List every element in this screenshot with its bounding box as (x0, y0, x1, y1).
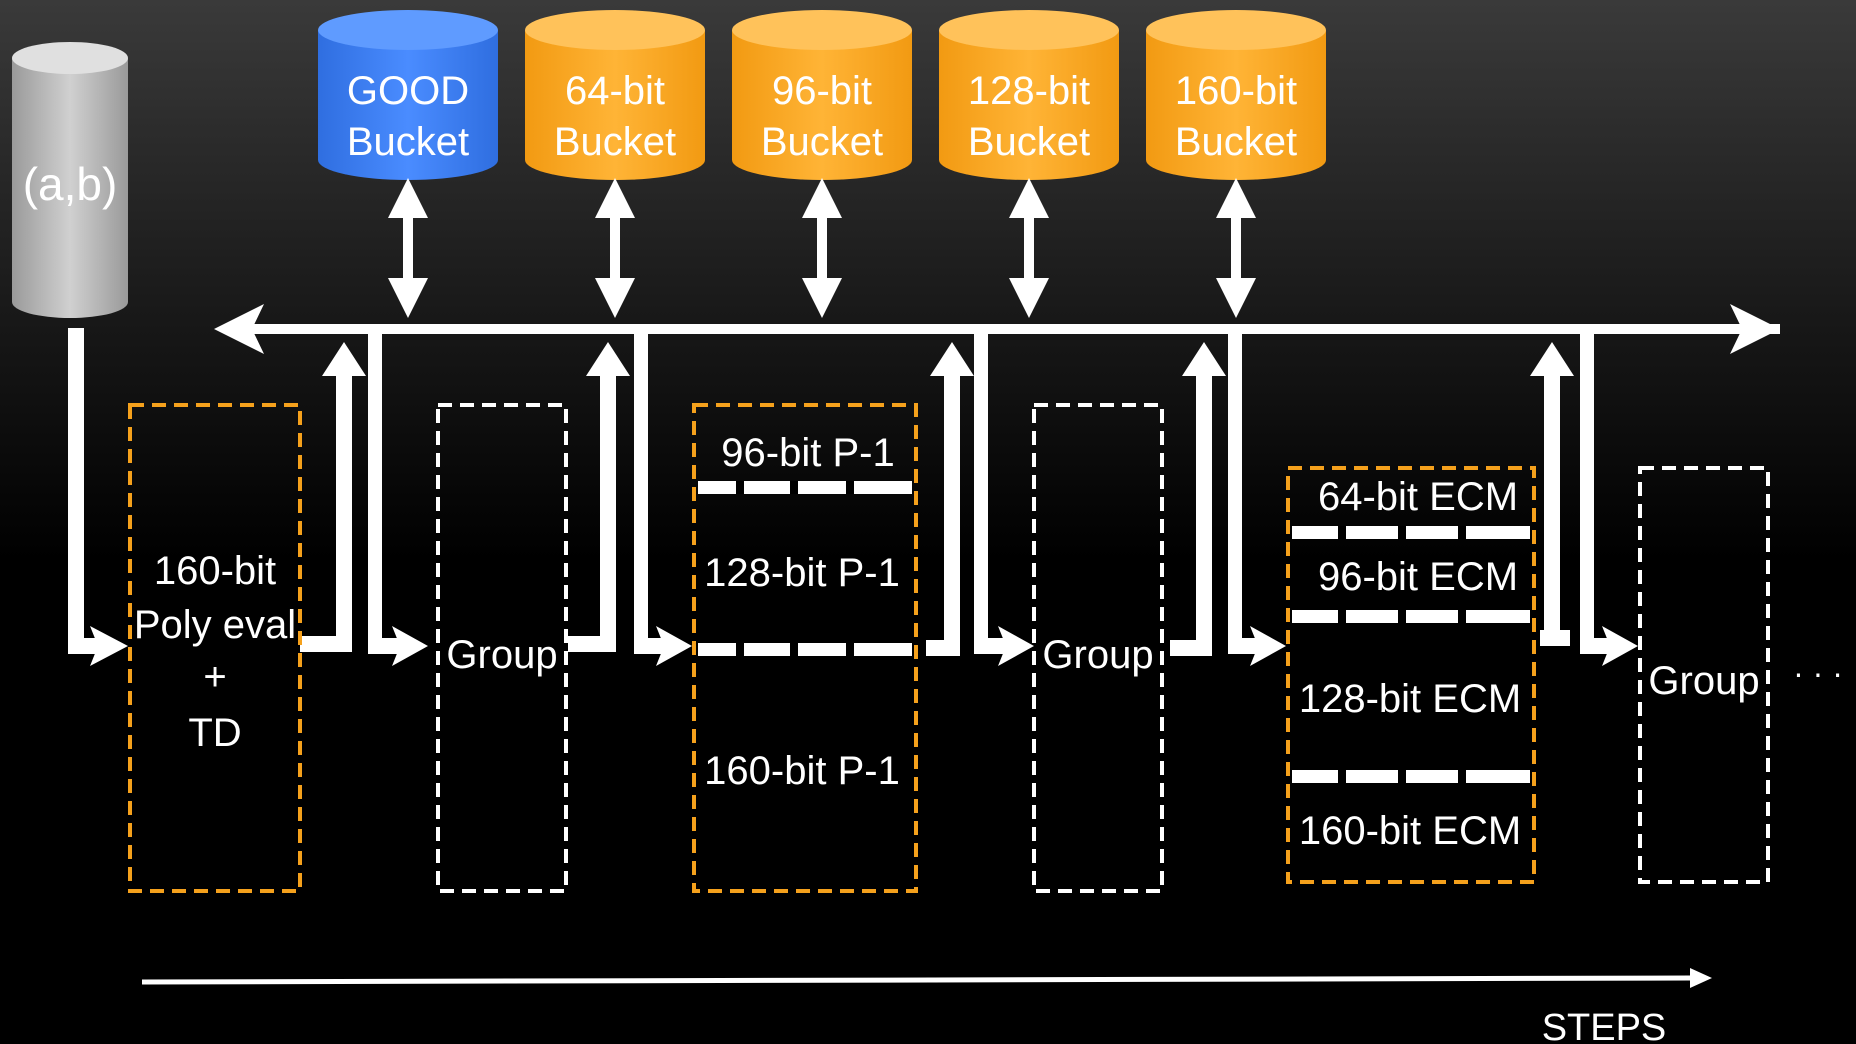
bucket-96bit-line1: 96-bit (772, 69, 872, 113)
continuation-ellipsis: · · · (1793, 655, 1843, 691)
bus-line (214, 304, 1780, 354)
bucket-160bit-line2: Bucket (1175, 120, 1297, 164)
double-arrow-good (388, 178, 428, 318)
stage-group-1-label: Group (446, 633, 557, 677)
stage-ecm: 64-bit ECM 96-bit ECM 128-bit ECM 160-bi… (1286, 466, 1536, 884)
double-arrow-160bit (1216, 178, 1256, 318)
stage-ecm-section-64: 64-bit ECM (1318, 475, 1518, 519)
double-arrow-64bit (595, 178, 635, 318)
bucket-128bit: 128-bit Bucket (939, 10, 1119, 180)
stage-ecm-section-128: 128-bit ECM (1299, 677, 1521, 721)
stage-group-3-label: Group (1648, 659, 1759, 703)
double-arrow-96bit (802, 178, 842, 318)
bucket-bus-arrows (388, 178, 1256, 318)
stage-p1-section-128: 128-bit P-1 (704, 551, 900, 595)
stage-ecm-section-96: 96-bit ECM (1318, 555, 1518, 599)
stage-group-2: Group (1032, 403, 1164, 893)
source-label: (a,b) (23, 158, 118, 210)
bucket-160bit-line1: 160-bit (1175, 69, 1297, 113)
source-feed-arrow (68, 328, 128, 666)
bucket-128bit-line2: Bucket (968, 120, 1090, 164)
stage-poly-eval-line3: + (203, 655, 226, 699)
stage-poly-eval: 160-bit Poly eval + TD (128, 403, 302, 893)
bucket-96bit: 96-bit Bucket (732, 10, 912, 180)
bucket-good-line1: GOOD (347, 69, 469, 113)
stage-p1: 96-bit P-1 128-bit P-1 160-bit P-1 (692, 403, 918, 893)
bucket-128bit-line1: 128-bit (968, 69, 1090, 113)
stage-connectors (300, 334, 1638, 666)
stage-group-3: Group (1638, 466, 1770, 884)
bucket-good: GOOD Bucket (318, 10, 498, 180)
bucket-64bit-line2: Bucket (554, 120, 676, 164)
stage-group-1: Group (436, 403, 568, 893)
stage-ecm-section-160: 160-bit ECM (1299, 809, 1521, 853)
bucket-64bit-line1: 64-bit (565, 69, 665, 113)
stage-p1-section-160: 160-bit P-1 (704, 749, 900, 793)
stage-poly-eval-line1: 160-bit (154, 549, 276, 593)
bucket-64bit: 64-bit Bucket (525, 10, 705, 180)
bucket-160bit: 160-bit Bucket (1146, 10, 1326, 180)
stage-p1-section-96: 96-bit P-1 (721, 431, 894, 475)
stage-group-2-label: Group (1042, 633, 1153, 677)
stage-poly-eval-line4: TD (188, 711, 241, 755)
steps-axis: STEPS (141, 968, 1712, 1044)
stage-poly-eval-line2: Poly eval (134, 603, 296, 647)
steps-axis-label: STEPS (1542, 1007, 1667, 1044)
bucket-96bit-line2: Bucket (761, 120, 883, 164)
source-cylinder: (a,b) (12, 42, 128, 318)
double-arrow-128bit (1009, 178, 1049, 318)
bucket-good-line2: Bucket (347, 120, 469, 164)
